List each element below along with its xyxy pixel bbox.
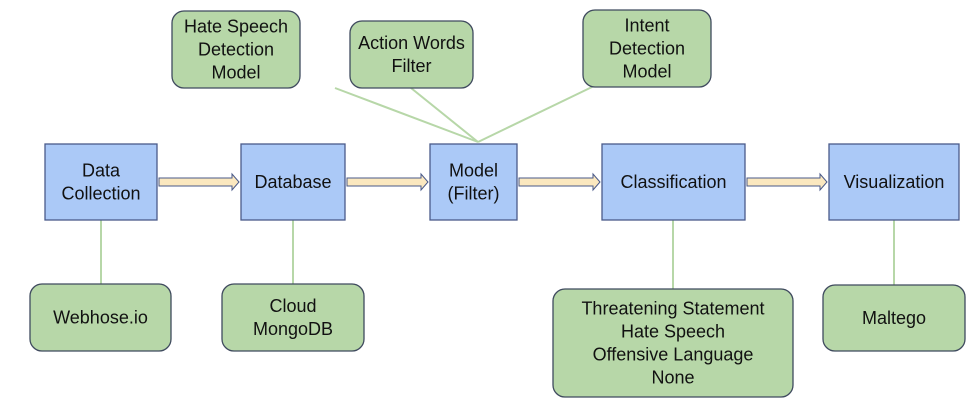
connector-line bbox=[410, 87, 479, 143]
cloud-mongodb-box bbox=[221, 283, 365, 352]
action-words-filter-label: Filter bbox=[392, 56, 432, 76]
intent-detection-model-label: Detection bbox=[609, 39, 685, 59]
hate-speech-model-label: Model bbox=[211, 63, 260, 83]
flow-arrow bbox=[746, 172, 828, 192]
action-words-filter-label: Action Words bbox=[358, 33, 465, 53]
classes-label: None bbox=[651, 368, 694, 388]
hate-speech-model-label: Hate Speech bbox=[184, 17, 288, 37]
maltego-label: Maltego bbox=[862, 308, 926, 328]
data-collection-box bbox=[44, 143, 158, 221]
connector-line bbox=[477, 86, 593, 143]
cloud-mongodb-label: MongoDB bbox=[253, 319, 333, 339]
classes-label: Offensive Language bbox=[593, 345, 754, 365]
classes-label: Threatening Statement bbox=[581, 299, 764, 319]
flow-arrow bbox=[158, 172, 240, 192]
webhose-box bbox=[29, 283, 172, 352]
classes-label: Hate Speech bbox=[621, 322, 725, 342]
database-label: Database bbox=[254, 172, 331, 192]
classification-label: Classification bbox=[620, 172, 726, 192]
flow-arrow bbox=[346, 172, 429, 192]
data-collection-label: Data bbox=[82, 161, 121, 181]
classes-box bbox=[552, 288, 794, 398]
intent-detection-model-box bbox=[582, 9, 712, 88]
hate-speech-model-label: Detection bbox=[198, 40, 274, 60]
intent-detection-model-label: Model bbox=[622, 62, 671, 82]
webhose-label: Webhose.io bbox=[53, 308, 148, 328]
visualization-box bbox=[828, 143, 960, 221]
model-filter-label: Model bbox=[449, 161, 498, 181]
intent-detection-model-label: Intent bbox=[624, 16, 669, 36]
data-collection-label: Collection bbox=[61, 184, 140, 204]
action-words-filter-box bbox=[349, 20, 474, 89]
database-box bbox=[240, 143, 346, 221]
model-filter-box bbox=[429, 143, 518, 221]
model-filter-label: (Filter) bbox=[448, 184, 500, 204]
hate-speech-model-box bbox=[171, 10, 301, 89]
flow-arrow bbox=[518, 172, 601, 192]
connector-line bbox=[334, 87, 479, 143]
cloud-mongodb-label: Cloud bbox=[269, 296, 316, 316]
visualization-label: Visualization bbox=[844, 172, 945, 192]
classification-box bbox=[601, 143, 746, 221]
maltego-box bbox=[822, 284, 966, 352]
